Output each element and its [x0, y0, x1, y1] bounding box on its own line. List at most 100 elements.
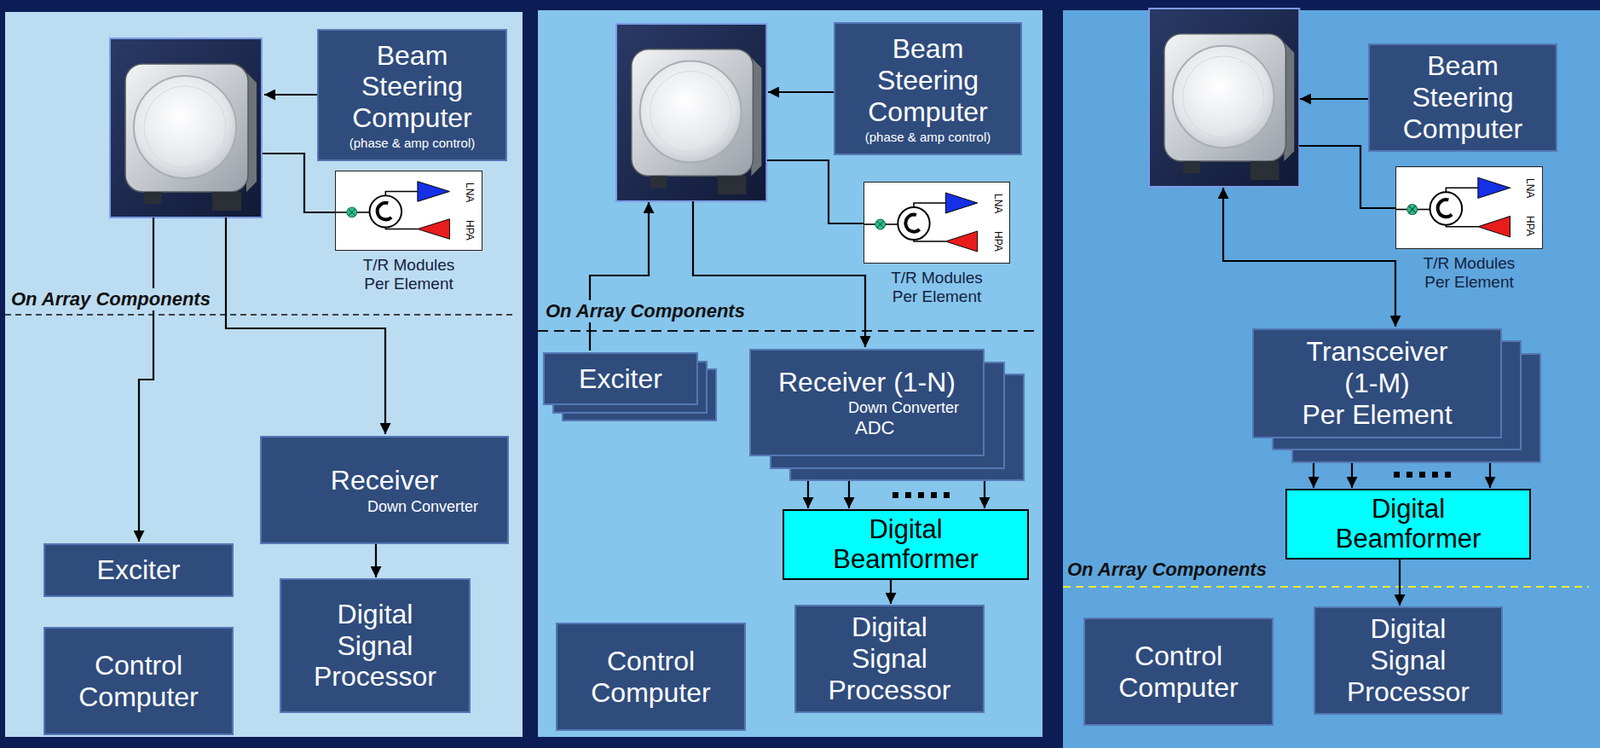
node-text: (phase & amp control) — [865, 129, 992, 145]
tr-module-symbol — [864, 182, 1010, 263]
path — [335, 211, 347, 214]
amplifier-symbol — [1478, 216, 1511, 237]
connector-line — [1312, 462, 1315, 488]
path — [913, 239, 946, 242]
connector-arrow — [1313, 462, 1491, 488]
process-box: Receiver (1-N)Down ConverterADC — [749, 348, 985, 457]
connector-arrow — [375, 543, 377, 578]
node-text: Exciter — [578, 363, 663, 395]
antenna-picture — [616, 23, 767, 202]
coupler-dot — [875, 219, 886, 230]
panel — [537, 10, 1043, 737]
process-box: Beam Steering Computer — [1368, 43, 1558, 152]
node-text: Digital Signal Processor — [310, 598, 440, 693]
node-text: Beam Steering Computer — [862, 33, 994, 128]
rect — [1393, 471, 1400, 478]
region-label: On Array Components — [542, 300, 748, 323]
module-caption: T/R Modules Per Element — [1418, 254, 1521, 292]
process-box: Control Computer — [43, 626, 234, 735]
node-text: Down Converter — [367, 497, 479, 516]
wire — [768, 91, 834, 93]
process-box: Digital Signal Processor — [794, 604, 985, 713]
beamformer-box: Digital Beamformer — [1285, 488, 1531, 560]
path — [357, 211, 370, 214]
node-text: Receiver (1-N) — [778, 366, 956, 399]
wire — [138, 217, 154, 542]
process-box: Beam Steering Computer(phase & amp contr… — [317, 28, 508, 162]
tr-module-box: LNAHPAT/R Modules Per Element — [1395, 166, 1543, 249]
module-caption: T/R Modules Per Element — [885, 268, 988, 307]
wire — [264, 93, 318, 96]
tr-module-box: LNAHPAT/R Modules Per Element — [335, 170, 483, 251]
wire — [1299, 145, 1396, 208]
node-text: Receiver — [330, 464, 439, 497]
connector-line — [983, 480, 986, 509]
node-text: Beam Steering Computer — [1397, 50, 1529, 145]
connector-line — [807, 480, 809, 509]
module-caption: T/R Modules Per Element — [358, 255, 461, 294]
wire — [693, 201, 866, 347]
rect — [943, 491, 950, 498]
coupler-cross — [1409, 205, 1416, 213]
node-text: ADC — [854, 416, 895, 439]
wire — [767, 160, 864, 224]
panel — [1062, 10, 1600, 748]
node-text: Digital Signal Processor — [825, 611, 955, 705]
process-box: Beam Steering Computer(phase & amp contr… — [833, 22, 1023, 156]
path — [1396, 208, 1408, 211]
node-text: (1-M) — [1344, 367, 1410, 399]
rect — [905, 491, 912, 498]
amplifier-label: LNA — [464, 182, 475, 203]
amplifier-label: HPA — [464, 219, 475, 241]
path — [885, 223, 899, 226]
panel — [5, 11, 523, 737]
wire — [262, 153, 336, 213]
rect — [1432, 471, 1439, 478]
connector-line — [1398, 559, 1401, 606]
tr-wiring — [1396, 187, 1479, 226]
boundary-line — [1062, 585, 1589, 588]
process-box: ReceiverDown Converter — [259, 435, 509, 544]
amplifier-label: LNA — [1524, 178, 1536, 198]
antenna-picture — [109, 38, 262, 218]
rect — [892, 491, 899, 498]
node-text: Per Element — [1301, 398, 1452, 431]
coupler-dot — [1407, 203, 1418, 214]
node-text: Digital Beamformer — [826, 514, 986, 573]
wire — [1299, 98, 1369, 100]
amplifier-symbol — [417, 181, 451, 202]
beamformer-box: Digital Beamformer — [782, 508, 1029, 580]
connector-line — [1489, 462, 1491, 488]
rect — [1406, 471, 1413, 478]
process-box: Exciter — [43, 542, 234, 597]
node-text: Control Computer — [585, 645, 717, 709]
node-text: Transceiver — [1306, 335, 1449, 368]
connector-arrow — [1399, 559, 1401, 606]
coupler-cross — [348, 208, 356, 216]
path — [913, 202, 946, 208]
circulator-arrow — [377, 202, 393, 220]
process-box: Control Computer — [555, 622, 746, 731]
node-text: Control Computer — [1113, 640, 1245, 704]
process-box: Transceiver(1-M)Per Element — [1252, 328, 1502, 439]
node-text: Beam Steering Computer — [346, 40, 479, 134]
amplifier-symbol — [1478, 177, 1511, 198]
circulator-arrow — [1438, 199, 1453, 217]
process-box: Control Computer — [1083, 617, 1274, 726]
boundary-line — [5, 313, 516, 316]
path — [1445, 187, 1479, 192]
antenna-picture — [1149, 8, 1300, 187]
node-text: Down Converter — [848, 398, 959, 417]
circulator-symbol — [1430, 191, 1463, 225]
connector-line — [1351, 462, 1353, 488]
process-box: Digital Signal Processor — [279, 577, 471, 713]
node-text: Control Computer — [73, 649, 205, 713]
circulator-symbol — [897, 207, 930, 240]
connector-arrow — [890, 579, 892, 604]
node-text: (phase & amp control) — [349, 135, 476, 151]
tr-wiring — [335, 190, 418, 229]
region-label: On Array Components — [8, 288, 214, 311]
amplifier-label: LNA — [993, 193, 1004, 214]
connector-line — [375, 543, 377, 578]
rect — [930, 491, 937, 498]
